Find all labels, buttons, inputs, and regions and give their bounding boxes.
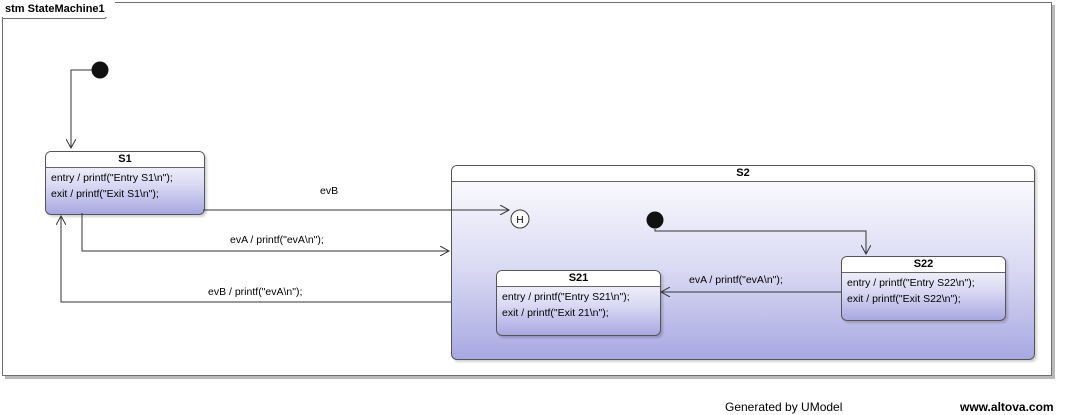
transition-initial-to-s1[interactable]	[71, 69, 92, 148]
state-s21-title: S21	[497, 271, 660, 287]
state-s22-entry: entry / printf("Entry S22\n");	[847, 277, 975, 289]
state-s21-entry: entry / printf("Entry S21\n");	[502, 291, 630, 303]
state-s2-title: S2	[452, 166, 1034, 182]
transition-initial-to-s22[interactable]	[654, 229, 866, 254]
frame-title: stm StateMachine1	[2, 2, 115, 17]
label-s1-to-history: evB	[320, 185, 339, 197]
footer-site-link[interactable]: www.altova.com	[960, 400, 1054, 414]
initial-node-top	[91, 61, 109, 79]
state-s1-exit: exit / printf("Exit S1\n");	[51, 188, 159, 200]
footer-generated: Generated by UModel	[725, 400, 843, 414]
state-s1[interactable]: S1 entry / printf("Entry S1\n"); exit / …	[45, 151, 205, 215]
transition-s2-to-s1[interactable]	[61, 216, 451, 303]
initial-node-inner	[646, 211, 664, 229]
state-s22[interactable]: S22 entry / printf("Entry S22\n"); exit …	[841, 256, 1006, 321]
state-s22-title: S22	[842, 257, 1005, 273]
state-s21[interactable]: S21 entry / printf("Entry S21\n"); exit …	[496, 270, 661, 336]
transition-s1-to-s2[interactable]	[81, 213, 449, 251]
history-node	[510, 209, 530, 229]
state-s1-entry: entry / printf("Entry S1\n");	[51, 172, 173, 184]
history-label: H	[516, 215, 523, 226]
label-s2-to-s1: evB / printf("evA\n");	[208, 286, 303, 298]
label-s22-to-s21: evA / printf("evA\n");	[689, 274, 783, 286]
state-s1-title: S1	[46, 152, 204, 168]
label-s1-to-s2: evA / printf("evA\n");	[230, 234, 324, 246]
state-s22-exit: exit / printf("Exit S22\n");	[847, 293, 961, 305]
state-s21-exit: exit / printf("Exit 21\n");	[502, 307, 609, 319]
